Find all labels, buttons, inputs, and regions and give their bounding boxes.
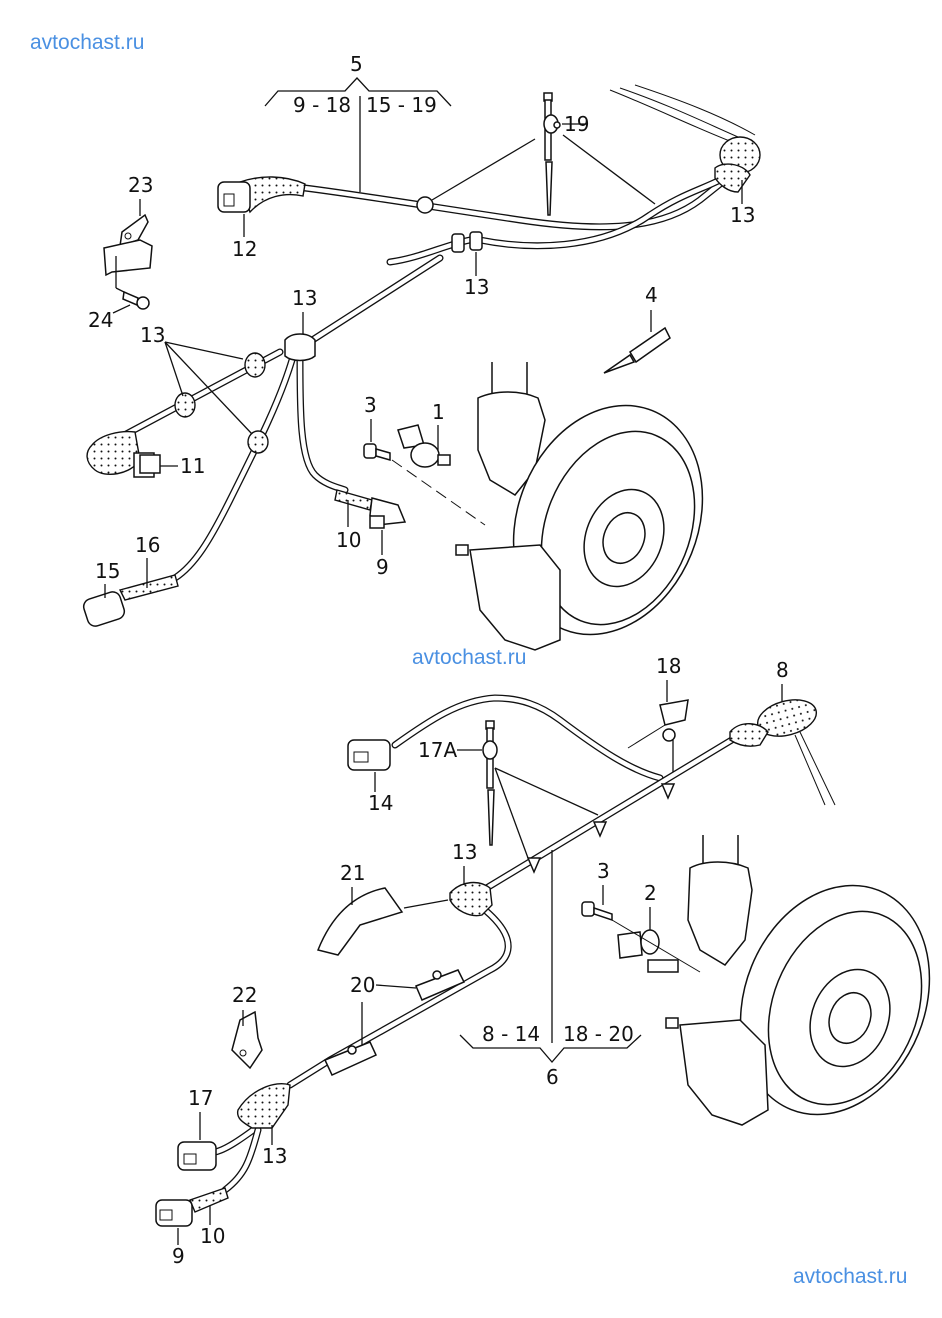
cable-tie-17A: [482, 720, 498, 846]
callout-13-right: 13: [730, 203, 755, 227]
connector-9-lower: [155, 1187, 229, 1227]
callout-3-upper: 3: [364, 393, 377, 417]
callout-22: 22: [232, 983, 257, 1007]
callout-10-upper: 10: [336, 528, 361, 552]
callout-12: 12: [232, 237, 257, 261]
group-range-right: 18 - 20: [563, 1022, 634, 1046]
bracket-18: [627, 699, 689, 749]
group-range-left: 9 - 18: [293, 93, 351, 117]
group-number-5: 5: [350, 52, 363, 76]
connector-15: [82, 574, 179, 627]
connector-17: [177, 1141, 217, 1171]
clip: [660, 783, 676, 800]
lower-assembly: 14 17A 18 8: [155, 654, 931, 1268]
grommet-13-b: [174, 392, 196, 418]
brake-assembly-upper: [455, 362, 704, 651]
callout-14: 14: [368, 791, 393, 815]
callout-17A: 17A: [418, 738, 457, 762]
callout-2: 2: [644, 881, 657, 905]
clip: [592, 821, 608, 838]
abs-sensor-1: [391, 424, 486, 526]
sensor-cable-upper: [301, 176, 729, 266]
abs-sensor-2: [611, 919, 701, 973]
group-range-right: 15 - 19: [366, 93, 437, 117]
bracket-line: [459, 1034, 642, 1063]
callout-13-top: 13: [452, 840, 477, 864]
callout-1: 1: [432, 400, 445, 424]
group-number-6: 6: [546, 1065, 559, 1089]
callout-18: 18: [656, 654, 681, 678]
callout-16: 16: [135, 533, 160, 557]
connector-11: [86, 430, 161, 478]
group-bracket-5: 5 9 - 18 15 - 19: [264, 52, 452, 192]
cable-tie-19: [543, 92, 561, 216]
grease-tube-4: [603, 326, 671, 374]
bolt-3-upper: [363, 443, 391, 461]
bracket-21: [316, 887, 404, 956]
callout-4: 4: [645, 283, 658, 307]
bolt-24: [122, 290, 150, 310]
upper-assembly: 5 9 - 18 15 - 19 12: [82, 52, 761, 651]
group-bracket-6: 8 - 14 18 - 20 6: [459, 850, 642, 1089]
grommet-8: [729, 699, 836, 806]
connector-9-upper: [334, 489, 407, 529]
grommet-clip: [416, 196, 434, 214]
callout-23: 23: [128, 173, 153, 197]
harness-lower: [211, 694, 744, 1194]
bolt-3-lower: [581, 901, 613, 922]
connector-12: [217, 176, 306, 214]
grommet-13-mid: [451, 231, 483, 253]
brake-assembly-lower: [665, 835, 931, 1126]
callout-8: 8: [776, 658, 789, 682]
group-range-left: 8 - 14: [482, 1022, 540, 1046]
grommet-13-c: [247, 430, 269, 454]
grommet-13-a: [244, 352, 266, 378]
callout-15: 15: [95, 559, 120, 583]
callout-13-mid: 13: [464, 275, 489, 299]
junction-13-bottom: [236, 1083, 291, 1129]
callout-9-lower: 9: [172, 1244, 185, 1268]
watermark-top-left[interactable]: avtochast.ru: [30, 31, 144, 54]
watermark-middle[interactable]: avtochast.ru: [412, 646, 526, 669]
watermark-bottom-right[interactable]: avtochast.ru: [793, 1265, 907, 1288]
callout-13-bottom: 13: [262, 1144, 287, 1168]
callout-13-junction: 13: [292, 286, 317, 310]
callout-9-upper: 9: [376, 555, 389, 579]
callout-24: 24: [88, 308, 113, 332]
clip: [526, 857, 542, 874]
callout-20: 20: [350, 973, 375, 997]
clip-20: [323, 969, 466, 1076]
callout-13-left: 13: [140, 323, 165, 347]
junction-13-top: [449, 881, 493, 917]
junction-13: [284, 333, 316, 362]
bracket-23: [103, 213, 153, 277]
callout-21: 21: [340, 861, 365, 885]
callout-17: 17: [188, 1086, 213, 1110]
bracket-line: [264, 77, 452, 107]
grommet-13-right: [609, 84, 761, 193]
connector-14: [347, 739, 391, 771]
callout-11: 11: [180, 454, 205, 478]
harness-upper-main: [111, 254, 444, 582]
callout-3-lower: 3: [597, 859, 610, 883]
callout-10-lower: 10: [200, 1224, 225, 1248]
bracket-22: [231, 1010, 263, 1070]
